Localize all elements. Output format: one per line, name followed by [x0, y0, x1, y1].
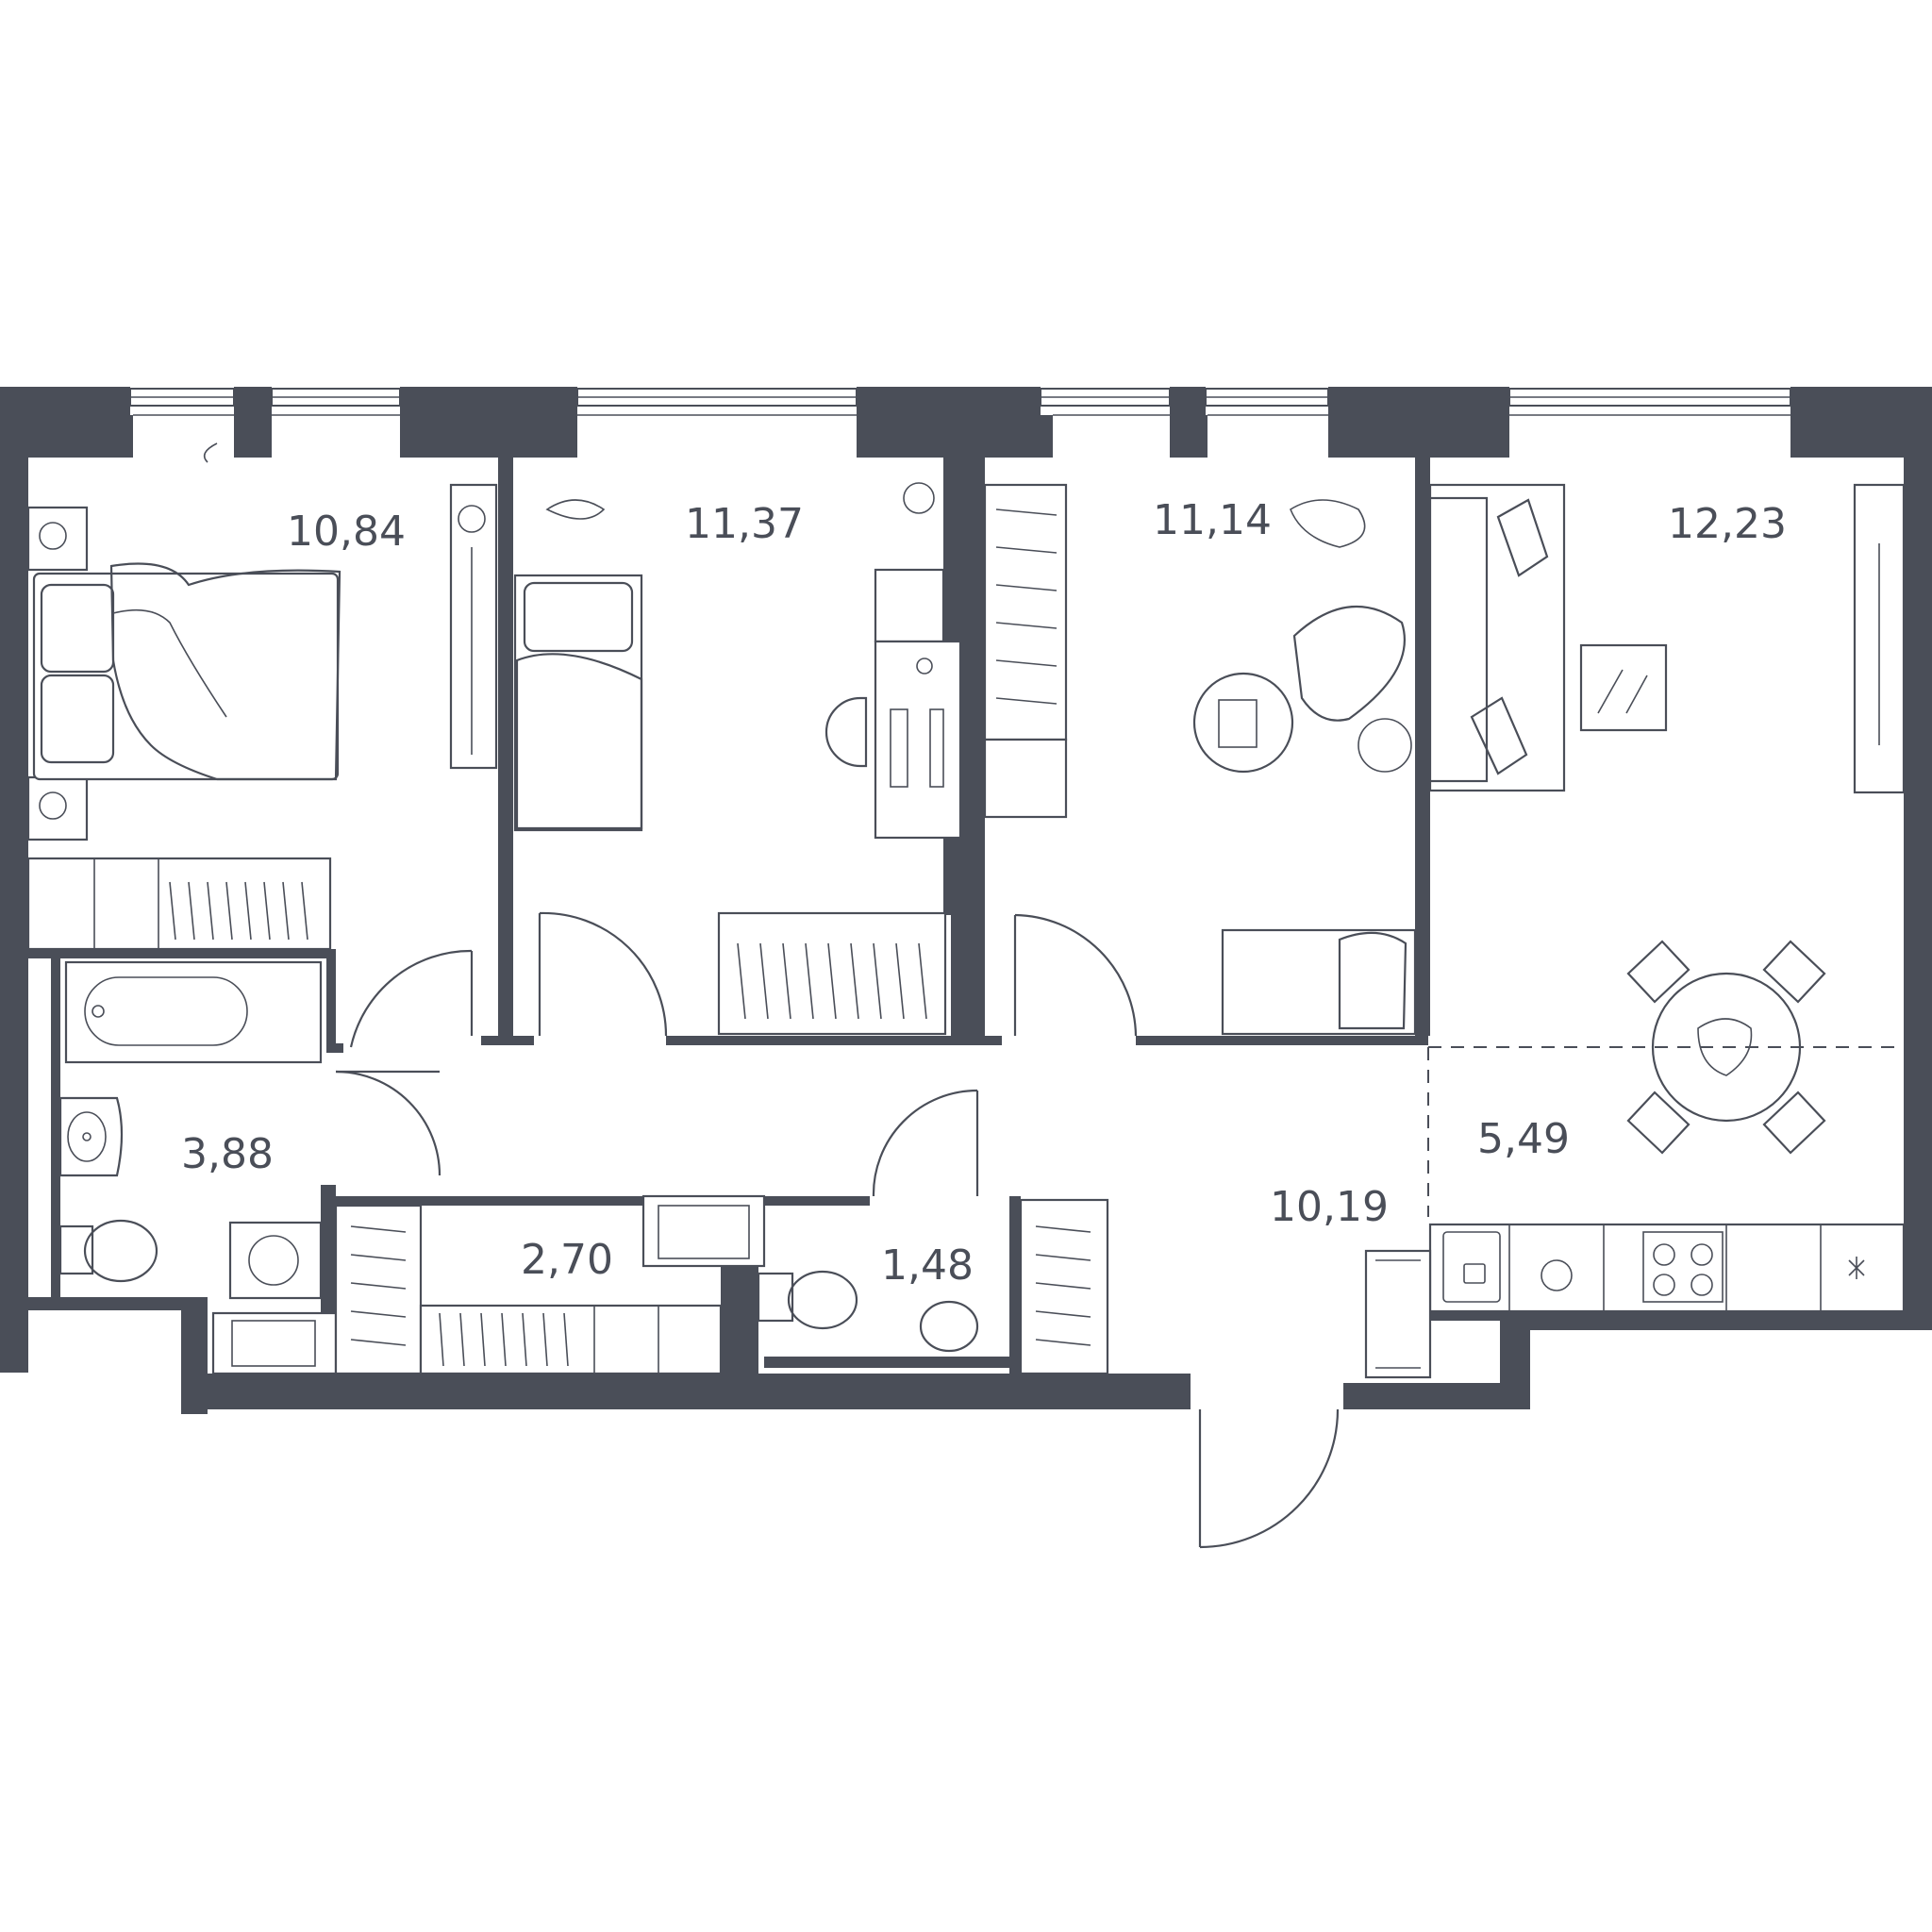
bedroom-1-furniture [26, 442, 498, 951]
bedroom-2-furniture [513, 482, 962, 1036]
area-label-toilet: 1,48 [881, 1241, 974, 1290]
area-label-bedroom-3: 11,14 [1153, 496, 1272, 544]
living-room-furniture [1428, 483, 1906, 1155]
area-label-living-room: 12,23 [1668, 500, 1787, 548]
area-label-kitchen: 5,49 [1477, 1115, 1570, 1163]
area-labels: 10,84 11,37 11,14 12,23 5,49 10,19 3,88 … [181, 496, 1787, 1290]
area-label-storage: 2,70 [521, 1236, 613, 1284]
windows [129, 388, 1791, 416]
area-label-bedroom-2: 11,37 [685, 500, 804, 548]
storage-furniture [334, 1194, 1109, 1375]
bedroom-3-furniture [983, 483, 1417, 1036]
doors [335, 911, 1340, 1549]
kitchen-furniture [1364, 1223, 1906, 1379]
area-label-hallway: 10,19 [1270, 1183, 1389, 1231]
zone-dividers [336, 1046, 1904, 1217]
bathroom-furniture [58, 960, 338, 1375]
area-label-bathroom: 3,88 [181, 1130, 274, 1178]
area-label-bedroom-1: 10,84 [287, 508, 406, 556]
